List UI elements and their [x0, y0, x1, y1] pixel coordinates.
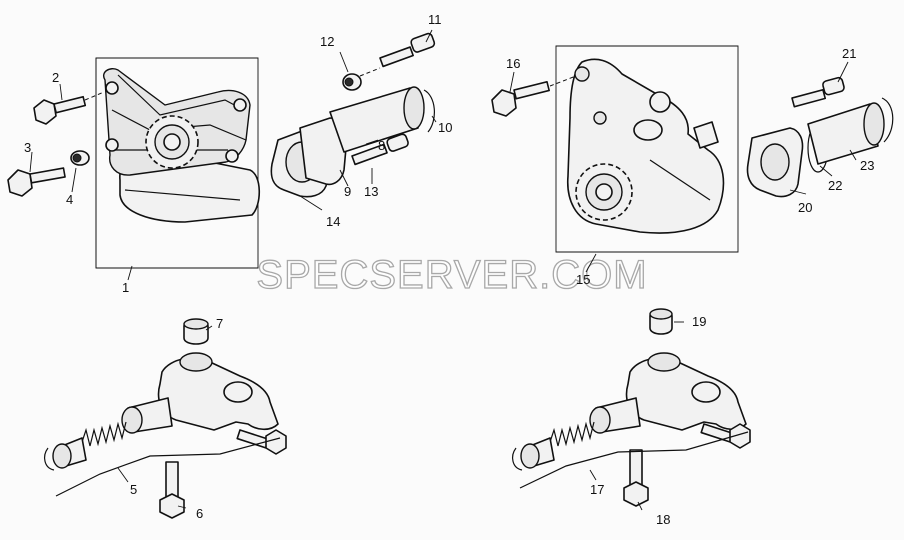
- callout-7: 7: [216, 316, 223, 331]
- callout-3: 3: [24, 140, 31, 155]
- sleeve-23: [807, 97, 894, 165]
- bushing-4: [70, 150, 90, 166]
- callout-6: 6: [196, 506, 203, 521]
- flange-20: [746, 127, 804, 198]
- callout-17: 17: [590, 482, 604, 497]
- callout-23: 23: [860, 158, 874, 173]
- bolt-18: [623, 449, 649, 507]
- callout-11: 11: [428, 12, 442, 27]
- bolt-21: [791, 76, 845, 108]
- callout-15: 15: [576, 272, 590, 287]
- valve-body-17: [589, 352, 747, 434]
- assembly-15-box: [555, 45, 739, 253]
- callout-1: 1: [122, 280, 129, 295]
- callout-20: 20: [798, 200, 812, 215]
- bolt-13: [351, 133, 409, 166]
- callout-16: 16: [506, 56, 520, 71]
- bolt-valve-17: [700, 423, 751, 449]
- callout-labels: 2 3 4 1 12 11 10 8 9 13 14 16 21 20 22 2…: [24, 12, 874, 527]
- bolt-11: [359, 32, 436, 77]
- callout-18: 18: [656, 512, 670, 527]
- callout-4: 4: [66, 192, 73, 207]
- callout-21: 21: [842, 46, 856, 61]
- piston-5: [44, 437, 87, 471]
- bushing-12: [342, 73, 362, 91]
- callout-13: 13: [364, 184, 378, 199]
- bolt-2: [33, 91, 105, 125]
- spring-17: [549, 421, 595, 447]
- gear-15: [575, 163, 633, 221]
- tube-8: [329, 86, 435, 153]
- bolt-16: [491, 75, 577, 117]
- callout-12: 12: [320, 34, 334, 49]
- bolt-valve-5: [236, 429, 287, 455]
- callout-10: 10: [438, 120, 452, 135]
- bracket-line-17: [519, 431, 749, 489]
- gear-1: [145, 115, 199, 169]
- bolt-3: [7, 167, 66, 197]
- cap-7: [183, 318, 209, 345]
- callout-14: 14: [326, 214, 340, 229]
- leader-lines: [29, 29, 857, 511]
- callout-2: 2: [52, 70, 59, 85]
- piston-17: [512, 437, 555, 471]
- cap-19: [649, 308, 673, 335]
- callout-9: 9: [344, 184, 351, 199]
- watermark-text: SPECSERVER.COM: [256, 253, 647, 297]
- callout-5: 5: [130, 482, 137, 497]
- callout-22: 22: [828, 178, 842, 193]
- callout-8: 8: [378, 138, 385, 153]
- assembly-1-box: [95, 57, 259, 269]
- valve-body-5: [121, 352, 279, 434]
- bolt-6: [159, 461, 185, 519]
- bracket-line-5: [55, 437, 281, 497]
- spring-5: [81, 421, 127, 447]
- callout-19: 19: [692, 314, 706, 329]
